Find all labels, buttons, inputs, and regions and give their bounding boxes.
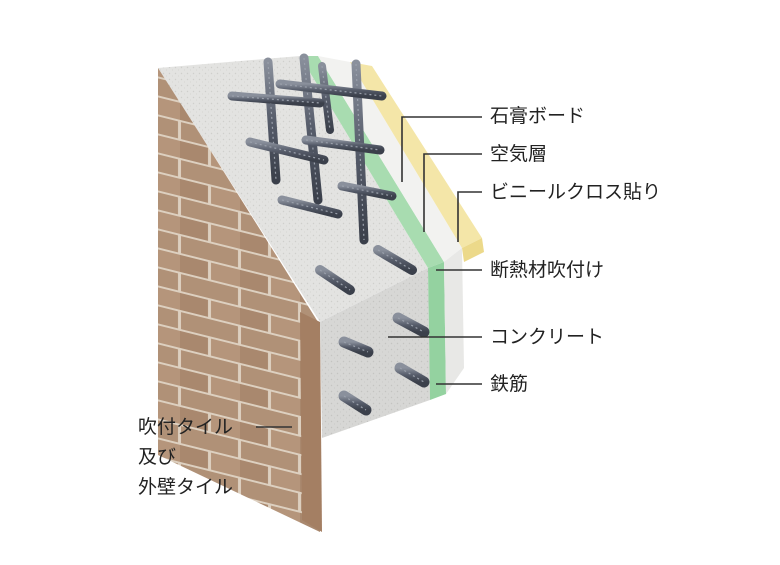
rebar-horizontal-8-rib <box>377 249 413 271</box>
concrete-top-face <box>158 56 428 322</box>
rebar-vertical-2-rib <box>303 57 319 201</box>
label-exterior-line-2: 及び <box>138 446 177 468</box>
rebar-horizontal-1 <box>227 91 325 108</box>
label-exterior-line-3: 外壁タイル <box>138 476 234 498</box>
insulation-layer-front <box>428 262 446 400</box>
rebar-horizontal-7-rib <box>319 269 351 291</box>
rebar-vertical-1 <box>263 57 281 185</box>
rebar-vertical-3-rib <box>355 63 365 241</box>
rebar-end-1-rib <box>343 341 369 353</box>
label-concrete: コンクリート <box>490 326 605 348</box>
label-rebar: 鉄筋 <box>490 373 529 395</box>
rebar-group <box>227 53 430 416</box>
rebar-vertical-4-rib <box>321 65 331 131</box>
exterior-tile-shade <box>158 68 320 532</box>
insulation-layer-top <box>300 56 444 268</box>
exterior-tile-face <box>158 68 320 532</box>
rebar-horizontal-6-rib <box>341 185 393 197</box>
rebar-horizontal-3 <box>245 137 329 165</box>
label-exterior-line-1: 吹付タイル <box>138 416 234 438</box>
label-vinyl-cloth: ビニールクロス貼り <box>490 181 662 203</box>
label-air-layer: 空気層 <box>490 143 548 165</box>
gypsum-board-front <box>444 248 464 394</box>
label-gypsum-board: 石膏ボード <box>490 105 586 127</box>
vinyl-cloth-edge <box>462 238 484 262</box>
leader-line-vinyl <box>457 191 482 242</box>
rebar-end-3-rib <box>343 395 367 411</box>
rebar-horizontal-5 <box>277 195 343 219</box>
rebar-horizontal-2-rib <box>279 83 383 97</box>
rebar-horizontal-4 <box>301 135 385 155</box>
rebar-end-2 <box>392 312 430 338</box>
rebar-end-4 <box>394 362 430 388</box>
exterior-tile-edge <box>300 312 322 532</box>
label-insulation: 断熱材吹付け <box>490 259 605 281</box>
leader-line-gypsum <box>401 116 482 182</box>
leader-line-air <box>423 153 482 232</box>
vinyl-cloth-layer <box>350 62 482 248</box>
